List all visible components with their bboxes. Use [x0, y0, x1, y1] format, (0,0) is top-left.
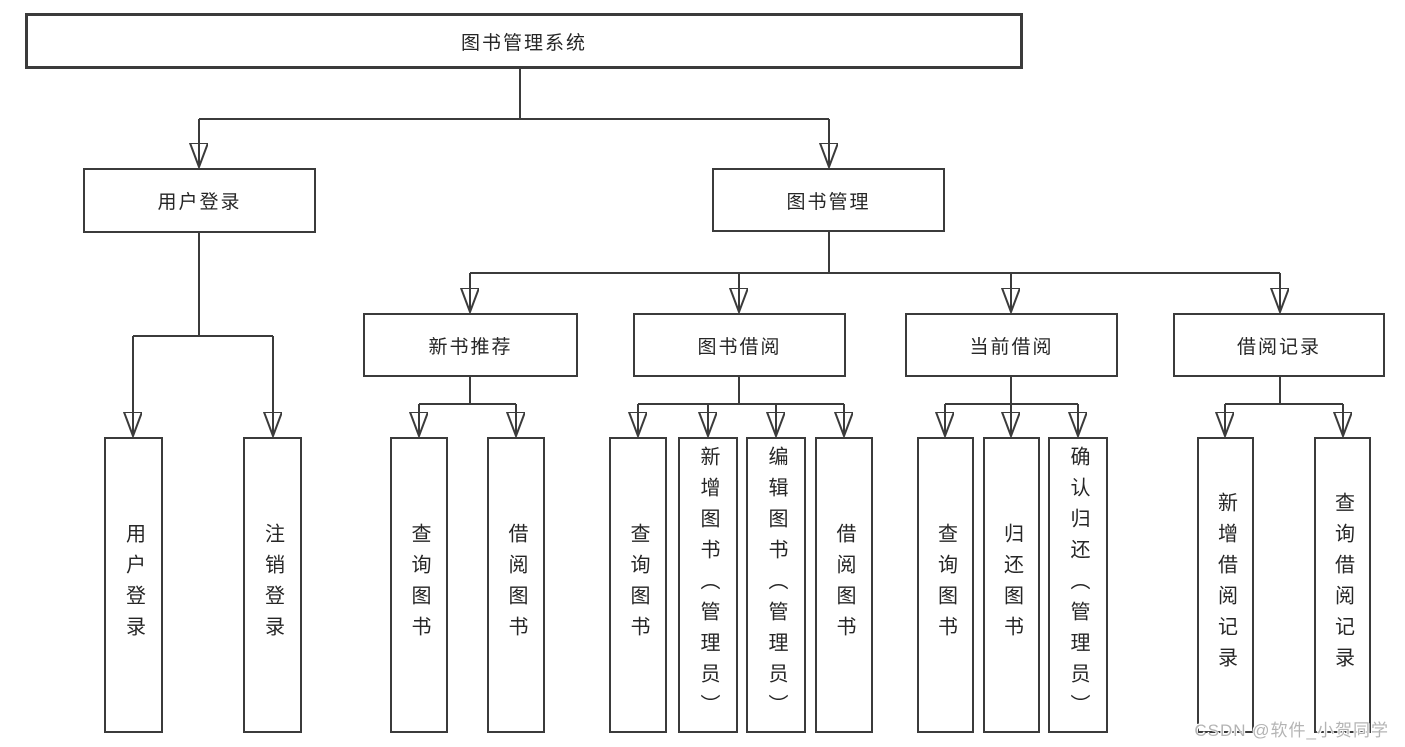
leaf-edit-book-admin-label: 编辑图书（管理员） [765, 445, 787, 725]
leaf-user-login: 用户登录 [104, 437, 163, 733]
node-current-borrow: 当前借阅 [905, 313, 1118, 377]
leaf-borrow-books-label: 借阅图书 [833, 523, 855, 647]
leaf-query-books-borrow: 查询图书 [609, 437, 667, 733]
leaf-add-book-admin: 新增图书（管理员） [678, 437, 738, 733]
node-user-login-label: 用户登录 [157, 192, 242, 213]
leaf-query-books-current: 查询图书 [917, 437, 974, 733]
leaf-confirm-return-admin-label: 确认归还（管理员） [1067, 445, 1089, 725]
root-branch-line [199, 69, 829, 120]
leaf-edit-book-admin: 编辑图书（管理员） [746, 437, 806, 733]
leaf-add-book-admin-label: 新增图书（管理员） [697, 445, 719, 725]
leaf-borrow-books-rec-label: 借阅图书 [505, 523, 527, 647]
node-root: 图书管理系统 [25, 13, 1023, 69]
leaf-query-borrow-record: 查询借阅记录 [1314, 437, 1371, 733]
node-current-borrow-label: 当前借阅 [969, 336, 1054, 358]
leaf-logout-label: 注销登录 [261, 523, 284, 647]
leaf-confirm-return-admin: 确认归还（管理员） [1048, 437, 1108, 733]
node-new-book-rec-label: 新书推荐 [428, 336, 513, 358]
node-new-book-rec: 新书推荐 [363, 313, 578, 377]
csdn-watermark: CSDN @软件_小贺同学 [1194, 721, 1389, 740]
leaf-query-books-borrow-label: 查询图书 [627, 523, 649, 647]
leaf-return-books: 归还图书 [983, 437, 1040, 733]
node-book-mgmt-label: 图书管理 [786, 191, 871, 213]
user-login-branch-line [133, 233, 273, 337]
node-book-mgmt: 图书管理 [712, 168, 945, 232]
leaf-query-books-current-label: 查询图书 [934, 523, 957, 647]
leaf-borrow-books: 借阅图书 [815, 437, 873, 733]
leaf-add-borrow-record: 新增借阅记录 [1197, 437, 1254, 733]
leaf-query-books-rec: 查询图书 [390, 437, 448, 733]
node-user-login: 用户登录 [83, 168, 316, 233]
leaf-user-login-label: 用户登录 [122, 523, 145, 647]
leaf-add-borrow-record-label: 新增借阅记录 [1214, 492, 1237, 678]
node-book-borrow: 图书借阅 [633, 313, 846, 377]
node-root-label: 图书管理系统 [460, 32, 587, 54]
leaf-return-books-label: 归还图书 [1000, 523, 1023, 647]
new-book-branch-line [419, 377, 516, 405]
borrow-record-branch-line [1225, 377, 1343, 405]
node-book-borrow-label: 图书借阅 [697, 336, 782, 358]
leaf-borrow-books-rec: 借阅图书 [487, 437, 545, 733]
leaf-query-books-rec-label: 查询图书 [408, 523, 430, 647]
book-mgmt-branch-line [470, 232, 1280, 274]
node-borrow-record-label: 借阅记录 [1236, 336, 1321, 358]
leaf-logout: 注销登录 [243, 437, 302, 733]
leaf-query-borrow-record-label: 查询借阅记录 [1331, 492, 1354, 678]
book-borrow-branch-line [638, 377, 844, 405]
current-borrow-branch-line [945, 377, 1078, 405]
node-borrow-record: 借阅记录 [1173, 313, 1385, 377]
